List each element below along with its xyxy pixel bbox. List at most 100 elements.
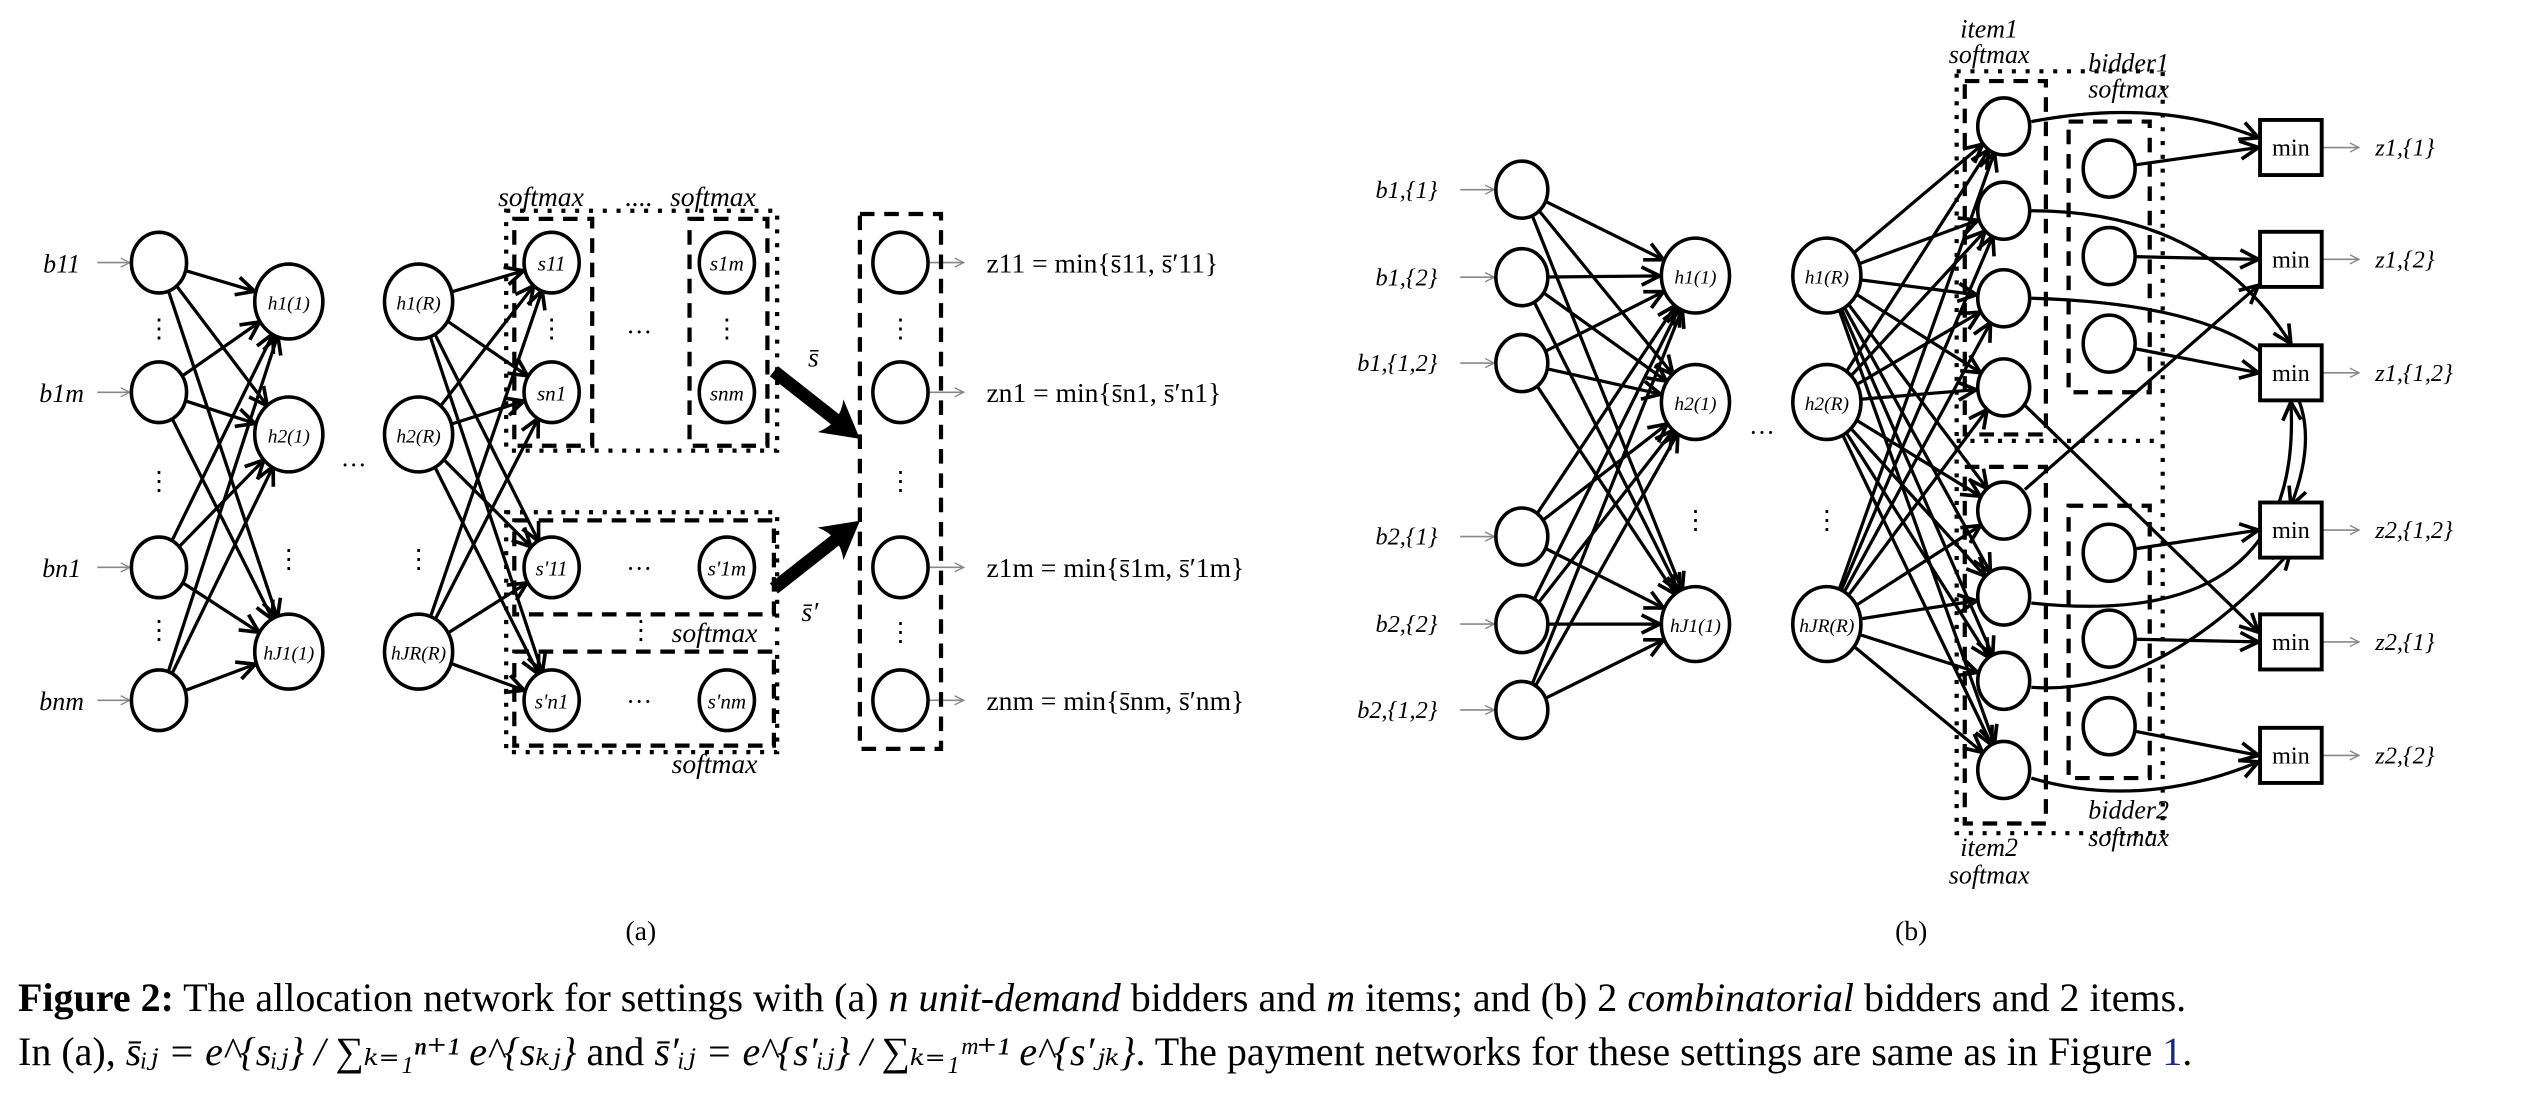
caption-var-m: m (1326, 975, 1356, 1020)
score-label: snm (710, 381, 744, 405)
bidder-softmax-node (2081, 608, 2137, 669)
caption-combinatorial: combinatorial (1627, 975, 1854, 1020)
min-box (2258, 612, 2324, 672)
softmax-row-box-n (512, 649, 777, 748)
bidder-softmax-node (2081, 138, 2137, 199)
score-prime-label: s'1m (708, 556, 747, 580)
hidden-node-layer1 (252, 395, 325, 474)
edge-input-to-hidden (1541, 291, 1667, 381)
input-node (129, 535, 189, 600)
edge-hidden-to-item (1860, 601, 1977, 621)
edge-item-to-min (2030, 110, 2258, 137)
input-node (1494, 332, 1550, 394)
edge-input-to-hidden (1537, 208, 1673, 375)
hidden-label-layerR: h1(R) (396, 294, 440, 315)
hidden-label-layer1: hJ1(1) (263, 644, 314, 665)
caption-text-1c: items; and (b) 2 (1355, 975, 1628, 1020)
caption-text-2a: In (a), (18, 1029, 126, 1074)
caption-text-1d: bidders and 2 items. (1853, 975, 2187, 1020)
edge-hidden-to-item (1848, 231, 1985, 379)
item-softmax-node (1975, 566, 2032, 627)
panel-a-label: (a) (626, 915, 657, 946)
edge-item-to-min (2031, 402, 2291, 608)
edge-input-to-hidden (1541, 424, 1667, 522)
output-node (871, 360, 930, 425)
edge-hidden-to-score (450, 401, 524, 426)
vertical-ellipsis: ⋮ (887, 617, 913, 646)
input-label: b1m (39, 379, 84, 408)
hidden-label-layer1: h2(1) (268, 427, 310, 448)
output-label: z2,{2} (2374, 742, 2435, 769)
hidden-node-layerR (382, 395, 455, 474)
output-node (871, 230, 930, 295)
panel-b: item1 softmax bidder1 softmax bidder2 so… (1357, 14, 2453, 946)
bidder-softmax-node (2081, 695, 2137, 757)
edge-hidden-to-item (1854, 526, 1981, 608)
edge-input-to-hidden (1544, 292, 1664, 353)
hidden-layer-ellipsis: ··· (1749, 418, 1775, 447)
edge-input-to-hidden (1534, 305, 1675, 516)
caption-var-n: n (888, 975, 909, 1020)
edge-hidden-to-item (1854, 292, 1981, 373)
hidden-label-layerR: h1(R) (1805, 268, 1849, 289)
edge-hidden-to-item (1841, 322, 1990, 595)
input-node (129, 360, 189, 425)
edge-input-to-hidden (1534, 383, 1675, 595)
bidder2-softmax-box (2066, 503, 2152, 781)
caption-formula-sbar: s̄ᵢⱼ = e^{sᵢⱼ} / ∑ₖ₌₁ⁿ⁺¹ e^{sₖⱼ} (125, 1029, 577, 1074)
figure-1-link[interactable]: 1 (2162, 1029, 2183, 1074)
edge-hidden-to-item (1858, 632, 1977, 672)
softmax-label-rown: softmax (672, 748, 759, 779)
item-softmax-node (1975, 650, 2032, 712)
score-prime-label: s'n1 (535, 689, 569, 713)
edge-bidder-to-min (2134, 148, 2259, 167)
bidder2-label: bidder2 (2088, 796, 2169, 825)
horizontal-ellipsis: ··· (626, 687, 652, 716)
input-label: bn1 (42, 554, 81, 583)
edge-hidden-to-score (432, 331, 539, 541)
panel-b-label: (b) (1895, 915, 1927, 946)
output-node (871, 668, 930, 733)
edge-input-to-hidden (184, 664, 256, 693)
bidder1-softmax-box (2066, 119, 2152, 395)
hidden-node-layerR (382, 612, 455, 691)
hidden-node-layerR (1791, 362, 1863, 442)
hidden-node-layer1 (1659, 584, 1732, 664)
min-label: min (2272, 246, 2310, 273)
hidden-label-layerR: hJR(R) (1799, 616, 1854, 637)
edge-input-to-hidden (1529, 309, 1682, 687)
input-label: b1,{2} (1375, 264, 1437, 291)
edge-input-to-hidden (166, 288, 278, 618)
hidden-node-layer1 (1659, 236, 1732, 315)
hidden-label-layer1: h1(1) (1674, 268, 1716, 289)
edge-input-to-hidden (169, 416, 272, 620)
bidder-softmax-node (2081, 522, 2137, 584)
hidden-node-layerR (1791, 236, 1863, 315)
panel-a-edges (97, 263, 963, 701)
item1-softmax-label: softmax (1949, 40, 2030, 69)
hidden-layer-ellipsis: ··· (341, 450, 367, 479)
vertical-ellipsis: ⋮ (146, 467, 172, 496)
edge-input-to-hidden (184, 399, 255, 424)
panel-a-nodes (129, 230, 930, 733)
softmax-label-colm: softmax (670, 181, 757, 212)
edge-input-to-hidden (1544, 199, 1663, 260)
input-label: b1,{1} (1375, 177, 1437, 204)
output-label: z1,{1} (2374, 135, 2435, 162)
vertical-ellipsis: ⋮ (406, 544, 432, 573)
edge-bidder-to-min (2134, 729, 2259, 755)
score-prime-node (697, 668, 757, 733)
edge-hidden-to-item (1851, 144, 1983, 255)
input-node (129, 668, 189, 733)
score-prime-label: s'11 (536, 556, 568, 580)
edge-input-to-hidden (165, 335, 278, 675)
edge-hidden-to-score (432, 418, 538, 623)
input-label: b1,{1,2} (1357, 350, 1438, 377)
output-formula-label: zn1 = min{s̄n1, s̄′n1} (986, 377, 1221, 408)
item-softmax-node (1975, 480, 2032, 541)
edge-item-to-min (2031, 551, 2291, 690)
output-formula-label: znm = min{s̄nm, s̄′nm} (986, 685, 1244, 716)
output-label: z2,{1} (2374, 629, 2435, 656)
edge-bidder-to-min (2135, 639, 2258, 642)
